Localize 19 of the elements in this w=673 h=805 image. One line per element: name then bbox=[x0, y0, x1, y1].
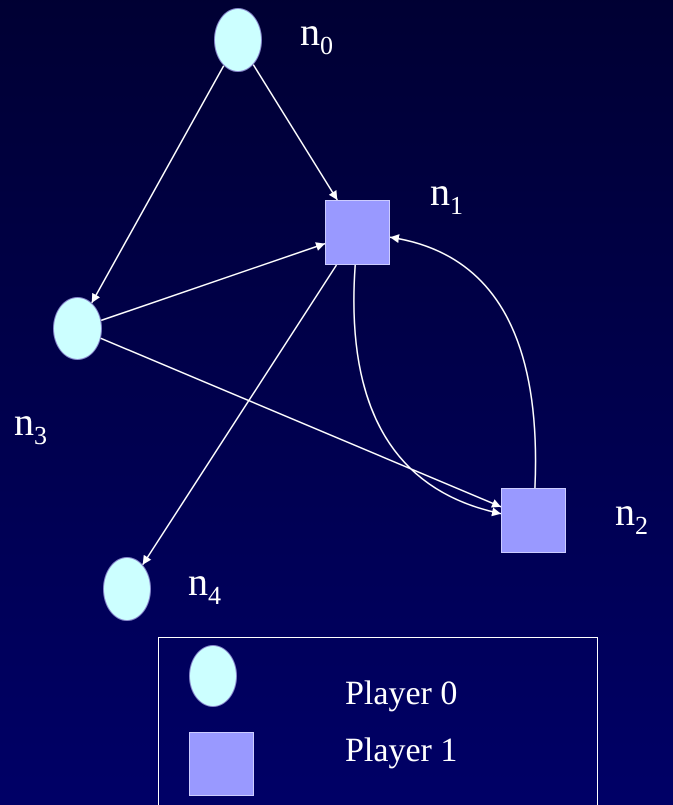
arrow bbox=[142, 264, 338, 566]
arrow bbox=[252, 64, 338, 200]
node-label: n$_{2}$ bbox=[615, 492, 648, 539]
arrow bbox=[100, 338, 502, 508]
legend-text: Player 0 bbox=[345, 677, 458, 711]
player-0-node bbox=[103, 557, 151, 621]
arrow bbox=[390, 234, 536, 488]
arrow bbox=[100, 242, 326, 322]
player-1-node bbox=[501, 488, 566, 553]
legend-text: Player 1 bbox=[345, 734, 458, 768]
player-1-node bbox=[325, 200, 390, 265]
node-label: n$_{4}$ bbox=[188, 562, 221, 609]
node-label: n$_{0}$ bbox=[300, 12, 333, 59]
arrow bbox=[353, 264, 502, 516]
player-0-node bbox=[53, 297, 102, 360]
arrow bbox=[91, 65, 224, 304]
node-label: n$_{3}$ bbox=[14, 402, 47, 449]
node-label: n$_{1}$ bbox=[430, 172, 463, 219]
player-0-node bbox=[214, 8, 262, 72]
